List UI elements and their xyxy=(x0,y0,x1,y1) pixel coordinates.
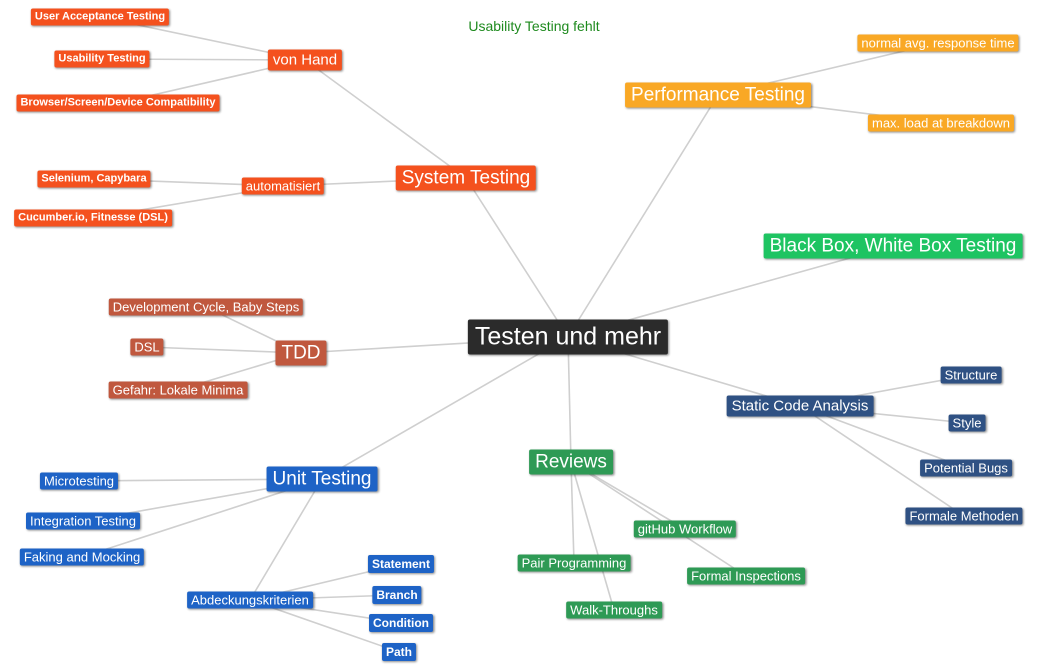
node-formal-inspections[interactable]: Formal Inspections xyxy=(687,567,805,585)
node-normal-avg-response-time[interactable]: normal avg. response time xyxy=(857,34,1019,52)
node-tdd[interactable]: TDD xyxy=(275,340,327,366)
connector-root-reviews xyxy=(567,336,572,463)
node-path[interactable]: Path xyxy=(381,643,417,661)
connector-root-system_testing xyxy=(465,177,569,338)
node-integration-testing[interactable]: Integration Testing xyxy=(26,512,140,530)
node-system-testing[interactable]: System Testing xyxy=(395,165,537,191)
node-max-load-at-breakdown[interactable]: max. load at breakdown xyxy=(867,114,1015,132)
connector-abdeckung-path xyxy=(249,599,400,653)
node-unit-testing[interactable]: Unit Testing xyxy=(266,466,378,492)
node-microtesting[interactable]: Microtesting xyxy=(39,472,119,490)
node-static-code-analysis[interactable]: Static Code Analysis xyxy=(726,395,874,417)
node-usability-testing[interactable]: Usability Testing xyxy=(54,50,150,68)
connector-root-unit_testing xyxy=(321,336,569,480)
connector-reviews-walk_throughs xyxy=(570,461,615,611)
connector-tdd-dsl xyxy=(146,346,302,354)
node-browser-compatibility[interactable]: Browser/Screen/Device Compatibility xyxy=(16,94,220,112)
node-dsl[interactable]: DSL xyxy=(130,338,164,356)
node-github-workflow[interactable]: gitHub Workflow xyxy=(633,520,737,538)
node-development-cycle[interactable]: Development Cycle, Baby Steps xyxy=(108,298,304,316)
connector-unit_testing-abdeckung xyxy=(249,478,323,601)
connector-reviews-formal_inspections xyxy=(570,461,747,577)
connector-static_analysis-formale xyxy=(799,405,965,517)
node-user-acceptance-testing[interactable]: User Acceptance Testing xyxy=(30,8,170,26)
node-reviews[interactable]: Reviews xyxy=(529,449,613,475)
connector-unit_testing-faking xyxy=(81,478,323,558)
node-testen-und-mehr[interactable]: Testen und mehr xyxy=(467,319,669,355)
node-walk-throughs[interactable]: Walk-Throughs xyxy=(566,601,662,619)
node-black-box-white-box-testing[interactable]: Black Box, White Box Testing xyxy=(763,233,1023,259)
connector-root-performance xyxy=(567,94,719,338)
node-style[interactable]: Style xyxy=(948,414,986,432)
node-abdeckungskriterien[interactable]: Abdeckungskriterien xyxy=(187,591,313,609)
node-pair-programming[interactable]: Pair Programming xyxy=(517,554,631,572)
node-automatisiert[interactable]: automatisiert xyxy=(241,177,325,195)
node-potential-bugs[interactable]: Potential Bugs xyxy=(920,459,1012,477)
annotation-note: Usability Testing fehlt xyxy=(468,18,600,34)
node-branch[interactable]: Branch xyxy=(372,586,422,604)
node-faking-and-mocking[interactable]: Faking and Mocking xyxy=(19,548,145,566)
node-selenium-capybara[interactable]: Selenium, Capybara xyxy=(37,170,151,188)
node-statement[interactable]: Statement xyxy=(367,555,435,573)
node-cucumber-fitnesse[interactable]: Cucumber.io, Fitnesse (DSL) xyxy=(14,209,172,227)
connector-system_testing-von_hand xyxy=(304,59,467,179)
connector-reviews-pair_programming xyxy=(570,461,575,564)
node-formale-methoden[interactable]: Formale Methoden xyxy=(905,507,1023,525)
node-performance-testing[interactable]: Performance Testing xyxy=(625,82,811,108)
node-structure[interactable]: Structure xyxy=(940,366,1002,384)
node-gefahr-lokale-minima[interactable]: Gefahr: Lokale Minima xyxy=(108,381,248,399)
node-condition[interactable]: Condition xyxy=(369,614,433,632)
node-von-hand[interactable]: von Hand xyxy=(267,49,343,71)
